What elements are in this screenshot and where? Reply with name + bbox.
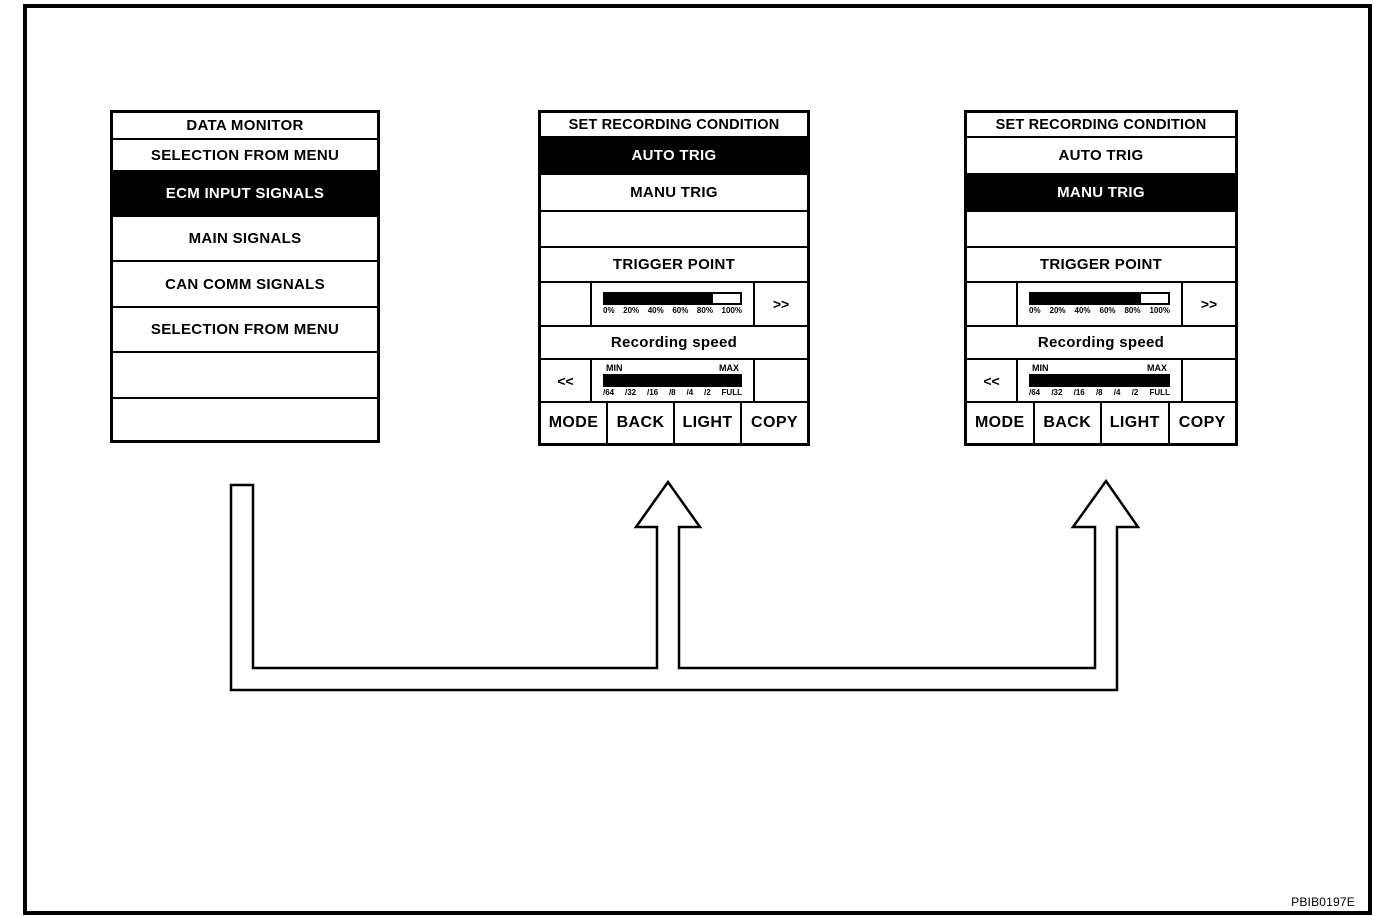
- scale-tick: 20%: [623, 306, 640, 315]
- trigger-point-label: TRIGGER POINT: [541, 248, 807, 283]
- recording-speed-bar[interactable]: [603, 373, 742, 387]
- trigger-scale-labels: 0% 20% 40% 60% 80% 100%: [603, 306, 742, 315]
- trigger-forward-button[interactable]: >>: [1200, 296, 1218, 312]
- set-recording-condition-screen-manu: SET RECORDING CONDITION AUTO TRIG MANU T…: [964, 110, 1238, 446]
- screen-title: SET RECORDING CONDITION: [541, 113, 807, 138]
- screen-title: SET RECORDING CONDITION: [967, 113, 1235, 138]
- speed-bar-cell: MIN MAX /64 /32 /16 /8 /4 /2 FULL: [1018, 360, 1183, 401]
- scale-tick: /8: [1095, 387, 1103, 397]
- scale-tick: 100%: [721, 306, 742, 315]
- trigger-progress-bar[interactable]: [603, 292, 742, 305]
- scale-tick: 0%: [603, 306, 615, 315]
- scale-tick: 60%: [1099, 306, 1116, 315]
- data-monitor-screen: DATA MONITOR SELECTION FROM MENU ECM INP…: [110, 110, 380, 443]
- scale-tick: 80%: [696, 306, 713, 315]
- trigger-point-label: TRIGGER POINT: [967, 248, 1235, 283]
- trigger-spacer-cell: [541, 283, 592, 325]
- trigger-spacer-cell: [967, 283, 1018, 325]
- scale-tick: /4: [686, 387, 694, 397]
- trigger-progress-cell: 0% 20% 40% 60% 80% 100%: [592, 283, 755, 325]
- scale-tick: 20%: [1049, 306, 1066, 315]
- trigger-point-row: 0% 20% 40% 60% 80% 100% >>: [967, 283, 1235, 327]
- speed-bar-cell: MIN MAX /64 /32 /16 /8 /4 /2 FULL: [592, 360, 755, 401]
- speed-back-button[interactable]: <<: [541, 360, 592, 401]
- trigger-progress-fill: [1031, 294, 1141, 303]
- empty-row: [967, 212, 1235, 248]
- scale-tick: /8: [668, 387, 676, 397]
- recording-speed-fill: [1029, 373, 1170, 387]
- screen-title: DATA MONITOR: [113, 113, 377, 140]
- set-recording-condition-screen-auto: SET RECORDING CONDITION AUTO TRIG MANU T…: [538, 110, 810, 446]
- function-key-row: MODE BACK LIGHT COPY: [967, 403, 1235, 443]
- menu-empty-row: [113, 353, 377, 399]
- speed-scale-labels: /64 /32 /16 /8 /4 /2 FULL: [1029, 388, 1170, 397]
- scale-tick: /32: [1051, 387, 1063, 397]
- trigger-forward-button[interactable]: >>: [772, 296, 790, 312]
- scale-tick: /4: [1113, 387, 1121, 397]
- function-key-row: MODE BACK LIGHT COPY: [541, 403, 807, 443]
- copy-button[interactable]: COPY: [751, 414, 798, 431]
- scale-tick: 0%: [1029, 306, 1041, 315]
- auto-trig-option[interactable]: AUTO TRIG: [967, 138, 1235, 175]
- scale-tick: /16: [1073, 387, 1085, 397]
- menu-item-ecm-input-signals[interactable]: ECM INPUT SIGNALS: [113, 172, 377, 217]
- empty-row: [541, 212, 807, 248]
- back-button[interactable]: BACK: [1035, 403, 1102, 443]
- scale-tick: 80%: [1124, 306, 1141, 315]
- scale-tick: /64: [1029, 387, 1041, 397]
- menu-item-selection-from-menu[interactable]: SELECTION FROM MENU: [113, 140, 377, 172]
- speed-spacer-cell: [1183, 360, 1235, 401]
- speed-minmax-labels: MIN MAX: [1029, 362, 1170, 373]
- recording-speed-bar[interactable]: [1029, 373, 1170, 387]
- recording-speed-fill: [603, 373, 742, 387]
- speed-spacer-cell: [755, 360, 807, 401]
- scale-tick: 60%: [672, 306, 689, 315]
- scale-tick: 100%: [1149, 306, 1170, 315]
- figure-border: [23, 4, 1372, 915]
- menu-empty-row: [113, 399, 377, 440]
- scale-tick: FULL: [721, 387, 742, 397]
- back-button[interactable]: BACK: [608, 403, 675, 443]
- trigger-progress-cell: 0% 20% 40% 60% 80% 100%: [1018, 283, 1183, 325]
- figure-id-label: PBIB0197E: [1291, 895, 1355, 909]
- recording-speed-row: << MIN MAX /64 /32 /16 /8 /4 /2 FULL: [967, 360, 1235, 403]
- min-label: MIN: [606, 362, 623, 373]
- trigger-point-row: 0% 20% 40% 60% 80% 100% >>: [541, 283, 807, 327]
- manu-trig-option[interactable]: MANU TRIG: [967, 175, 1235, 212]
- speed-minmax-labels: MIN MAX: [603, 362, 742, 373]
- recording-speed-label: Recording speed: [541, 327, 807, 360]
- manu-trig-option[interactable]: MANU TRIG: [541, 175, 807, 212]
- scale-tick: FULL: [1149, 387, 1170, 397]
- light-button[interactable]: LIGHT: [1102, 403, 1170, 443]
- speed-back-button[interactable]: <<: [967, 360, 1018, 401]
- light-button[interactable]: LIGHT: [675, 403, 742, 443]
- scale-tick: 40%: [647, 306, 664, 315]
- trigger-progress-bar[interactable]: [1029, 292, 1170, 305]
- trigger-progress-fill: [605, 294, 713, 303]
- copy-button[interactable]: COPY: [1178, 414, 1226, 431]
- menu-item-selection-from-menu-2[interactable]: SELECTION FROM MENU: [113, 308, 377, 353]
- speed-scale-labels: /64 /32 /16 /8 /4 /2 FULL: [603, 388, 742, 397]
- recording-speed-row: << MIN MAX /64 /32 /16 /8 /4 /2 FULL: [541, 360, 807, 403]
- mode-button[interactable]: MODE: [541, 403, 608, 443]
- scale-tick: /2: [704, 387, 711, 397]
- scale-tick: 40%: [1074, 306, 1091, 315]
- scale-tick: /16: [646, 387, 659, 397]
- max-label: MAX: [1147, 362, 1167, 373]
- menu-item-main-signals[interactable]: MAIN SIGNALS: [113, 217, 377, 262]
- auto-trig-option[interactable]: AUTO TRIG: [541, 138, 807, 175]
- scale-tick: /2: [1131, 387, 1139, 397]
- max-label: MAX: [719, 362, 739, 373]
- min-label: MIN: [1032, 362, 1049, 373]
- scale-tick: /64: [603, 387, 615, 397]
- scale-tick: /32: [624, 387, 637, 397]
- mode-button[interactable]: MODE: [967, 403, 1035, 443]
- recording-speed-label: Recording speed: [967, 327, 1235, 360]
- trigger-scale-labels: 0% 20% 40% 60% 80% 100%: [1029, 306, 1170, 315]
- menu-item-can-comm-signals[interactable]: CAN COMM SIGNALS: [113, 262, 377, 308]
